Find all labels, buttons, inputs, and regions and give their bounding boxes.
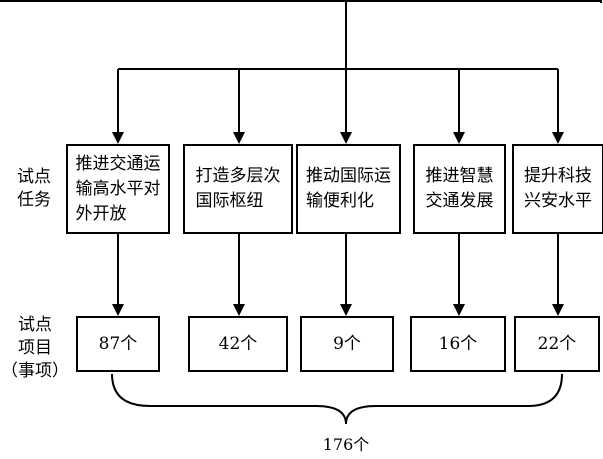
task-box-1: 推进交通运 输高水平对 外开放 xyxy=(66,144,170,234)
arrowhead-1 xyxy=(112,132,124,144)
project-count-1: 87个 xyxy=(98,333,138,354)
task-text-1: 推进交通运 输高水平对 外开放 xyxy=(75,153,161,224)
arrowhead-5 xyxy=(552,132,564,144)
task-row-label: 试点 任务 xyxy=(17,167,51,210)
summary-brace xyxy=(111,373,563,425)
project-count-3: 9个 xyxy=(333,333,361,354)
task-box-2: 打造多层次 国际枢纽 xyxy=(183,144,293,234)
task-text-3: 推动国际运 输便利化 xyxy=(306,166,391,211)
arrowhead-2 xyxy=(233,132,245,144)
project-box-2: 42个 xyxy=(188,316,288,372)
project-count-2: 42个 xyxy=(218,333,258,354)
project-box-1: 87个 xyxy=(76,316,160,372)
task-text-2: 打造多层次 国际枢纽 xyxy=(195,166,281,211)
task-project-arrowhead-1 xyxy=(112,304,124,316)
project-count-5: 22个 xyxy=(537,333,577,354)
task-box-3: 推动国际运 输便利化 xyxy=(296,144,401,234)
task-text-5: 提升科技 兴安水平 xyxy=(524,166,592,211)
project-box-4: 16个 xyxy=(410,316,506,372)
task-project-arrowhead-4 xyxy=(453,304,465,316)
task-project-arrowhead-3 xyxy=(340,304,352,316)
arrowhead-3 xyxy=(340,132,352,144)
project-count-4: 16个 xyxy=(438,333,478,354)
project-box-5: 22个 xyxy=(514,316,600,372)
task-text-4: 推进智慧 交通发展 xyxy=(425,166,494,211)
task-project-arrowhead-5 xyxy=(552,304,564,316)
total-count: 176个 xyxy=(322,435,370,454)
task-project-arrowhead-2 xyxy=(233,304,245,316)
project-row-label: 试点 项目 （事项） xyxy=(1,315,69,381)
arrowhead-4 xyxy=(453,132,465,144)
task-box-4: 推进智慧 交通发展 xyxy=(413,144,506,234)
project-box-3: 9个 xyxy=(300,316,394,372)
task-box-5: 提升科技 兴安水平 xyxy=(512,144,603,234)
